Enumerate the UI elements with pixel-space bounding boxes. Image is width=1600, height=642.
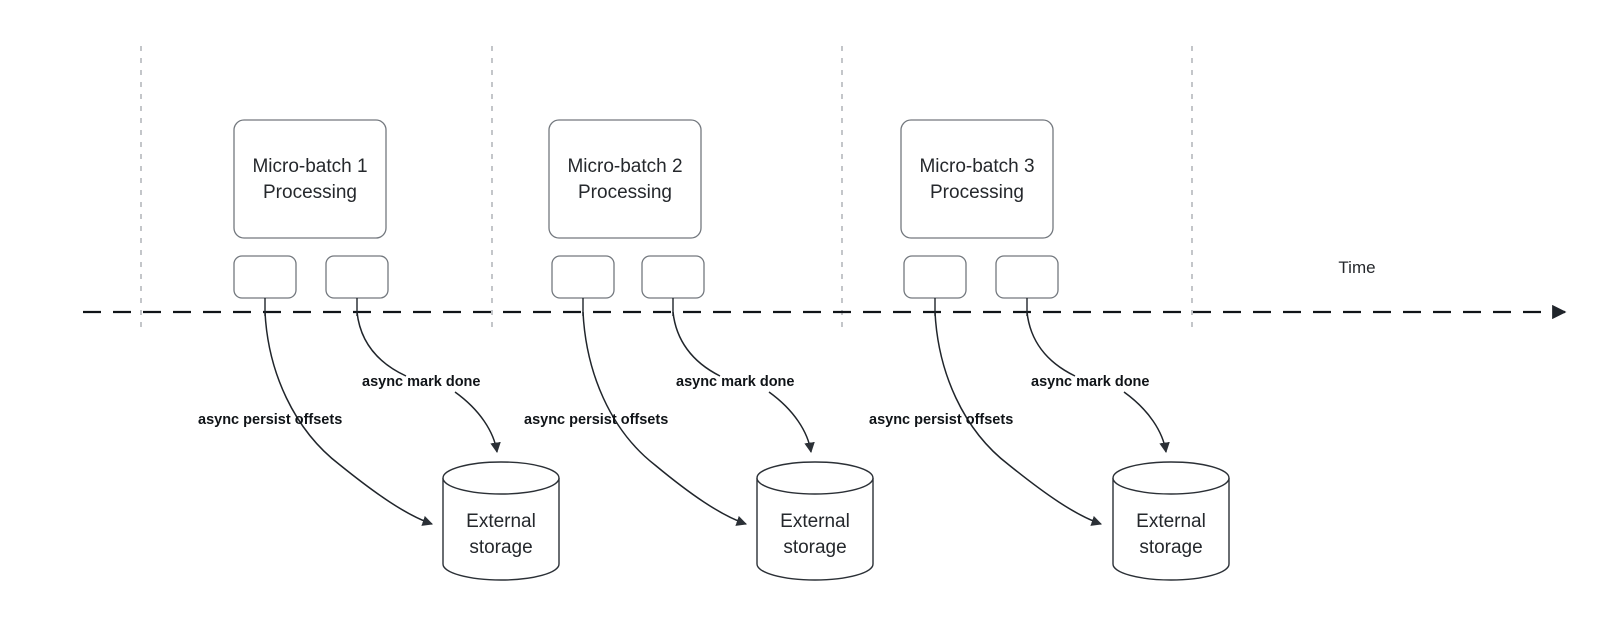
edge-async-persist-offsets-2 xyxy=(582,311,747,526)
micro-batch-box-3[interactable] xyxy=(900,119,1054,239)
edge-async-mark-done-2-tail xyxy=(768,391,815,454)
edge-async-mark-done-2 xyxy=(672,311,721,377)
edge-async-mark-done-3 xyxy=(1026,311,1076,377)
edge-label-async-persist-offsets-3: async persist offsets xyxy=(869,412,1013,428)
cylinder-2-top xyxy=(756,461,874,495)
micro-batch-box-1[interactable] xyxy=(233,119,387,239)
edge-async-persist-offsets-3 xyxy=(934,311,1102,526)
micro-batch-group-1: Micro-batch 1 Processing async persist o… xyxy=(198,119,560,581)
task-box-2-left[interactable] xyxy=(551,255,615,299)
cylinder-1-body xyxy=(442,478,560,581)
external-storage-cylinder-1[interactable]: External storage xyxy=(442,461,560,581)
micro-batch-box-2-line2: Processing xyxy=(578,182,672,203)
cylinder-1-label-line1: External xyxy=(466,511,536,532)
task-box-1-left[interactable] xyxy=(233,255,297,299)
edge-async-mark-done-1-tail xyxy=(454,391,501,454)
task-box-3-left[interactable] xyxy=(903,255,967,299)
task-box-1-right[interactable] xyxy=(325,255,389,299)
task-box-3-right[interactable] xyxy=(995,255,1059,299)
edge-label-async-persist-offsets-1: async persist offsets xyxy=(198,412,342,428)
time-axis-group: Time xyxy=(83,258,1567,320)
micro-batch-box-3-line2: Processing xyxy=(930,182,1024,203)
micro-batch-group-2: Micro-batch 2 Processing async persist o… xyxy=(524,119,874,581)
edge-label-async-mark-done-1: async mark done xyxy=(362,374,480,390)
cylinder-3-label-line1: External xyxy=(1136,511,1206,532)
edge-label-async-mark-done-3: async mark done xyxy=(1031,374,1149,390)
micro-batch-box-1-line1: Micro-batch 1 xyxy=(252,156,367,177)
edge-async-mark-done-1 xyxy=(356,311,407,377)
cylinder-1-top xyxy=(442,461,560,495)
task-box-2-right[interactable] xyxy=(641,255,705,299)
micro-batch-box-1-line2: Processing xyxy=(263,182,357,203)
cylinder-2-label-line1: External xyxy=(780,511,850,532)
cylinder-1-label-line2: storage xyxy=(469,537,532,558)
cylinder-3-label-line2: storage xyxy=(1139,537,1202,558)
micro-batch-box-2[interactable] xyxy=(548,119,702,239)
edge-async-mark-done-3-tail xyxy=(1123,391,1170,454)
external-storage-cylinder-3[interactable]: External storage xyxy=(1112,461,1230,581)
micro-batch-box-2-line1: Micro-batch 2 xyxy=(567,156,682,177)
micro-batch-box-3-line1: Micro-batch 3 xyxy=(919,156,1034,177)
edge-async-persist-offsets-1 xyxy=(264,311,433,526)
external-storage-cylinder-2[interactable]: External storage xyxy=(756,461,874,581)
cylinder-2-label-line2: storage xyxy=(783,537,846,558)
micro-batch-group-3: Micro-batch 3 Processing async persist o… xyxy=(869,119,1230,581)
time-axis-label: Time xyxy=(1338,258,1375,277)
cylinder-3-top xyxy=(1112,461,1230,495)
edge-label-async-persist-offsets-2: async persist offsets xyxy=(524,412,668,428)
cylinder-2-body xyxy=(756,478,874,581)
cylinder-3-body xyxy=(1112,478,1230,581)
edge-label-async-mark-done-2: async mark done xyxy=(676,374,794,390)
